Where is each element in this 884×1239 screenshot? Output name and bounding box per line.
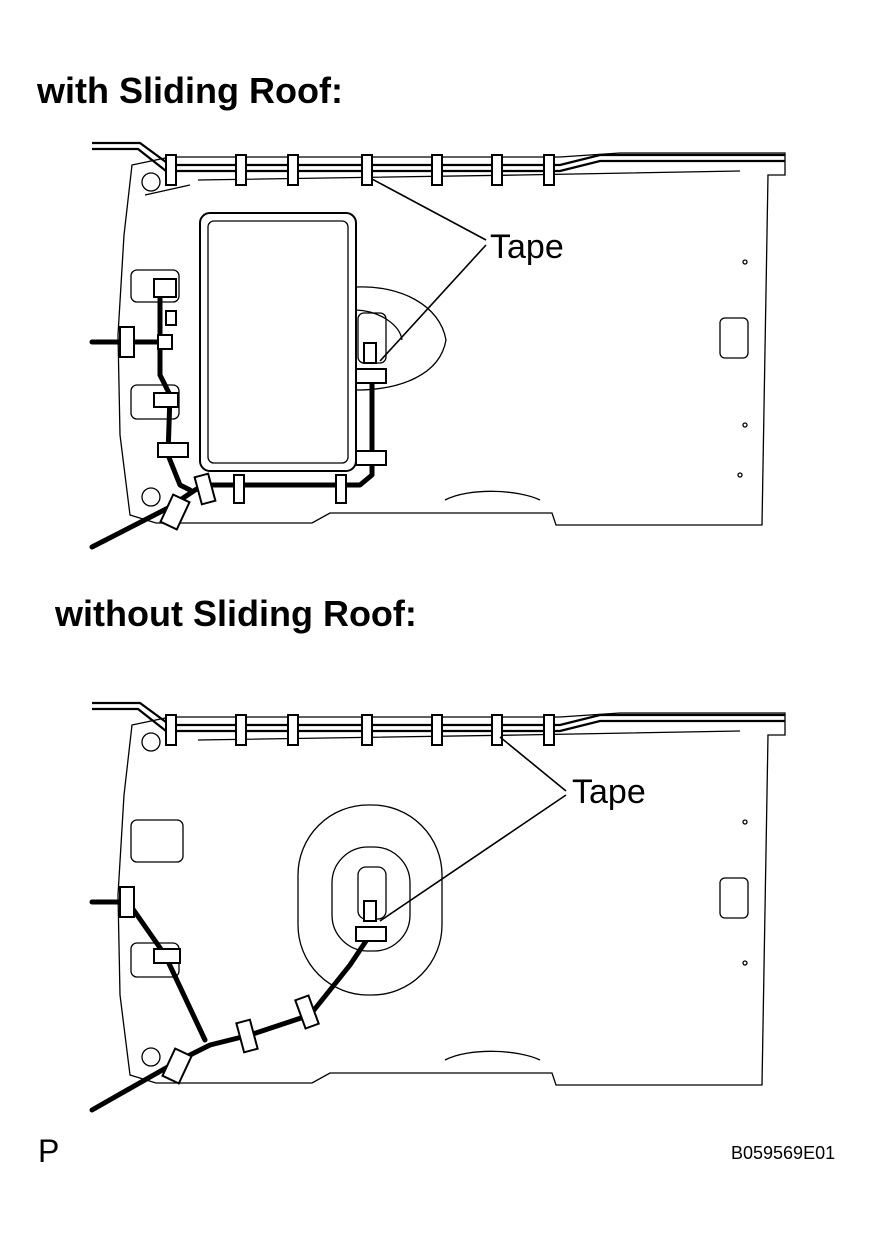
dome-light-area <box>297 804 443 996</box>
tape-leader-lines <box>379 736 567 922</box>
roof-diagram-without-sliding-roof <box>89 701 786 1113</box>
tape-callout-label: Tape <box>572 773 646 811</box>
heading-without-sliding-roof: without Sliding Roof: <box>55 593 417 634</box>
wire-harness <box>89 899 208 1043</box>
figure-code: B059569E01 <box>731 1143 836 1163</box>
heading-with-sliding-roof: with Sliding Roof: <box>37 70 343 111</box>
top-rail-tapes <box>165 154 555 186</box>
roof-outline <box>117 712 786 1086</box>
roof-diagram-with-sliding-roof <box>89 141 786 550</box>
tape-leader-lines <box>371 178 487 362</box>
footer-left-mark: P <box>38 1133 60 1169</box>
top-rail-tapes <box>165 714 555 746</box>
roof-outline <box>117 152 786 526</box>
tape-callout-label: Tape <box>490 228 564 266</box>
sliding-roof-opening <box>199 212 357 472</box>
